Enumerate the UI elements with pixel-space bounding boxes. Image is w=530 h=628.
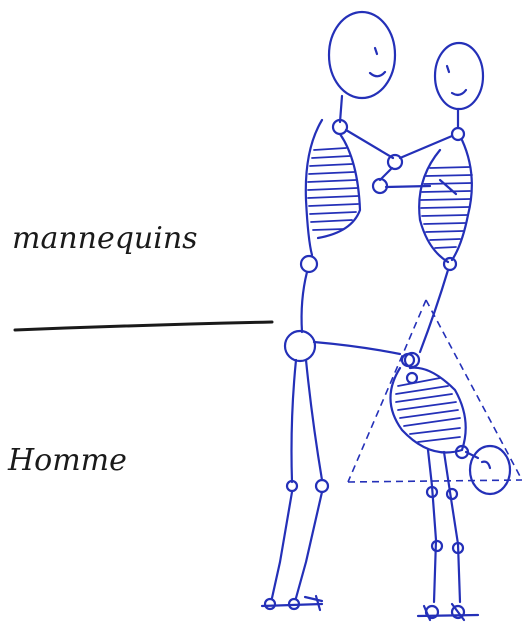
left-mannequin-head	[329, 12, 395, 98]
left-waist-joint	[301, 256, 317, 272]
left-rib-hatching	[308, 148, 358, 230]
right-mannequin	[400, 43, 483, 367]
right-mannequin-smile	[452, 90, 466, 95]
left-mannequin-smile	[370, 72, 385, 76]
right-waist-joint	[444, 258, 456, 270]
right-shoulder-joint	[452, 128, 464, 140]
left-knee-b	[316, 480, 328, 492]
label-homme: Homme	[7, 443, 127, 478]
left-mannequin-eye	[375, 48, 377, 54]
left-hand-joint	[373, 179, 387, 193]
bent-figure-head	[470, 446, 510, 494]
dashed-triangle	[348, 300, 522, 482]
divider-line	[15, 322, 272, 330]
left-mannequin	[262, 12, 430, 610]
left-foot-a	[265, 599, 275, 609]
right-mannequin-head	[435, 43, 483, 109]
label-mannequins: mannequins	[12, 221, 198, 256]
left-torso-back	[306, 120, 322, 255]
right-mannequin-eye	[447, 66, 449, 72]
right-rib-hatching	[421, 167, 472, 248]
left-hip-joint	[285, 331, 315, 361]
